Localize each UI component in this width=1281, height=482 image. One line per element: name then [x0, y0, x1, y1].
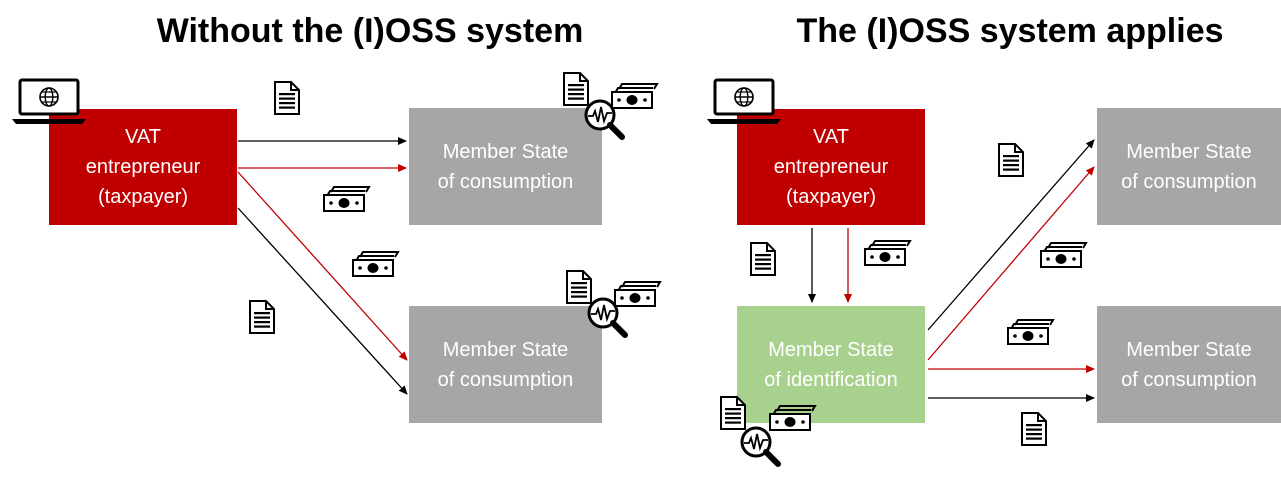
banknote-icon	[769, 405, 816, 431]
magnifier-inspection-icon	[742, 428, 778, 464]
right-title: The (I)OSS system applies	[796, 12, 1224, 50]
document-icon	[563, 72, 589, 106]
banknote-icon	[1007, 319, 1054, 345]
taxpayer-label-line3: (taxpayer)	[785, 186, 877, 208]
left-pay-arrow-bottom	[237, 171, 408, 361]
left-doc-arrow-bottom	[237, 207, 408, 395]
right-pay-arrow-top	[927, 166, 1095, 361]
banknote-icon	[323, 186, 370, 212]
taxpayer-label-line1: VAT	[813, 126, 849, 148]
taxpayer-label-line2: entrepreneur	[773, 156, 889, 178]
inspection-icon-group-top	[563, 72, 658, 137]
taxpayer-label-line3: (taxpayer)	[97, 186, 189, 208]
identification-box: Member State of identification	[737, 306, 925, 423]
document-icon	[249, 300, 275, 334]
banknote-icon	[614, 281, 661, 307]
inspection-icon-group-bottom	[566, 270, 661, 335]
left-state-top-box: Member State of consumption	[409, 108, 602, 225]
state-label-line1: Member State	[1126, 140, 1252, 163]
right-doc-arrow-top	[927, 139, 1095, 331]
state-label-line2: of consumption	[437, 170, 574, 193]
document-icon	[750, 242, 776, 276]
inspection-icon-group-identification	[720, 396, 816, 464]
left-taxpayer-box: VAT entrepreneur (taxpayer)	[49, 109, 237, 225]
left-state-bottom-box: Member State of consumption	[409, 306, 602, 423]
document-icon	[566, 270, 592, 304]
document-icon	[998, 143, 1024, 177]
banknote-icon	[864, 240, 911, 266]
state-label-line2: of consumption	[437, 368, 574, 391]
document-icon	[720, 396, 746, 430]
right-taxpayer-box: VAT entrepreneur (taxpayer)	[737, 109, 925, 225]
state-label-line2: of consumption	[1121, 368, 1257, 391]
state-label-line1: Member State	[442, 338, 569, 361]
identification-label-line1: Member State	[768, 338, 894, 361]
taxpayer-label-line2: entrepreneur	[85, 156, 201, 178]
taxpayer-label-line1: VAT	[125, 126, 161, 148]
banknote-icon	[611, 83, 658, 109]
laptop-globe-icon	[705, 78, 783, 126]
state-label-line1: Member State	[1126, 338, 1252, 361]
document-icon	[1021, 412, 1047, 446]
left-title: Without the (I)OSS system	[156, 12, 584, 50]
banknote-icon	[352, 251, 399, 277]
identification-label-line2: of identification	[764, 368, 898, 391]
banknote-icon	[1040, 242, 1087, 268]
laptop-globe-icon	[10, 78, 88, 126]
right-state-bottom-box: Member State of consumption	[1097, 306, 1281, 423]
state-label-line1: Member State	[442, 140, 569, 163]
state-label-line2: of consumption	[1121, 170, 1257, 193]
right-state-top-box: Member State of consumption	[1097, 108, 1281, 225]
document-icon	[274, 81, 300, 115]
